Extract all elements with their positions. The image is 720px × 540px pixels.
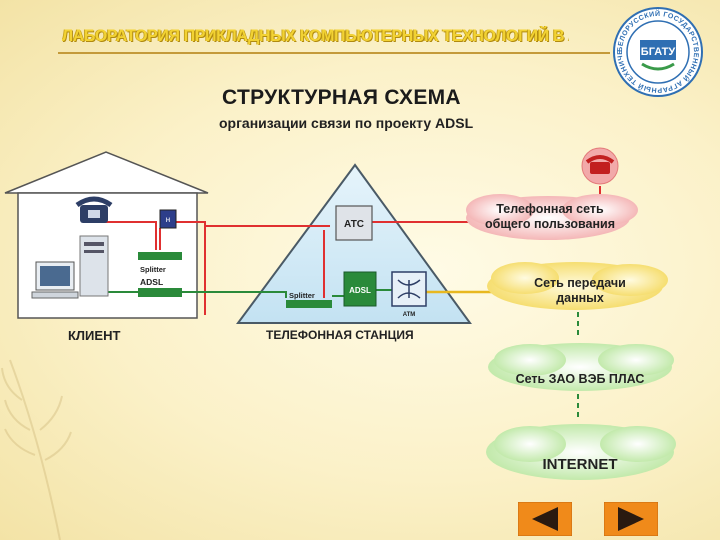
cloud-data-network bbox=[487, 262, 668, 310]
cloud-label-internet: INTERNET bbox=[542, 456, 618, 473]
lab-title: ЛАБОРАТОРИЯ ПРИКЛАДНЫХ КОМПЬЮТЕРНЫХ ТЕХН… bbox=[62, 26, 569, 45]
svg-text:Splitter: Splitter bbox=[289, 291, 315, 300]
client-pc-icon bbox=[31, 235, 109, 299]
next-arrow-icon bbox=[618, 507, 644, 531]
svg-text:ATM: ATM bbox=[403, 312, 416, 318]
client-splitter: Splitter bbox=[138, 252, 182, 274]
cloud-internet bbox=[486, 424, 676, 480]
wheat-decoration bbox=[1, 359, 72, 540]
cloud-pstn bbox=[466, 194, 638, 240]
station-splitter: Splitter bbox=[286, 291, 332, 308]
diagram-title: СТРУКТУРНАЯ СХЕМА bbox=[222, 86, 461, 109]
prev-button[interactable] bbox=[518, 502, 572, 536]
prev-arrow-icon bbox=[532, 507, 558, 531]
diagram-subtitle: организации связи по проекту ADSL bbox=[219, 115, 474, 131]
client-adsl-modem: ADSL bbox=[138, 277, 182, 297]
client-phone-icon bbox=[75, 196, 113, 223]
svg-text:БГАТУ: БГАТУ bbox=[641, 46, 676, 58]
header-divider bbox=[58, 52, 610, 54]
university-logo: БЕЛОРУССКИЙ ГОСУДАРСТВЕННЫЙ АГРАРНЫЙ ТЕХ… bbox=[612, 6, 703, 97]
station-adsl-dslam: ADSL bbox=[343, 271, 377, 307]
wall-socket-icon: н bbox=[159, 209, 177, 229]
station-label: ТЕЛЕФОННАЯ СТАНЦИЯ bbox=[266, 328, 414, 342]
pstn-phone-icon bbox=[581, 147, 619, 185]
svg-text:н: н bbox=[166, 215, 170, 224]
next-button[interactable] bbox=[604, 502, 658, 536]
svg-text:ADSL: ADSL bbox=[349, 286, 371, 295]
cloud-web-plus bbox=[488, 343, 674, 391]
telephone-lines bbox=[98, 186, 601, 315]
svg-text:Splitter: Splitter bbox=[140, 265, 166, 274]
svg-text:АТС: АТС bbox=[344, 219, 364, 230]
svg-text:ADSL: ADSL bbox=[140, 277, 163, 287]
cloud-label-web-plus: Сеть ЗАО ВЭБ ПЛАС bbox=[515, 372, 645, 386]
atm-switch: ATM bbox=[391, 271, 427, 318]
client-label: КЛИЕНТ bbox=[68, 328, 121, 343]
atc-switch: АТС bbox=[335, 205, 373, 241]
